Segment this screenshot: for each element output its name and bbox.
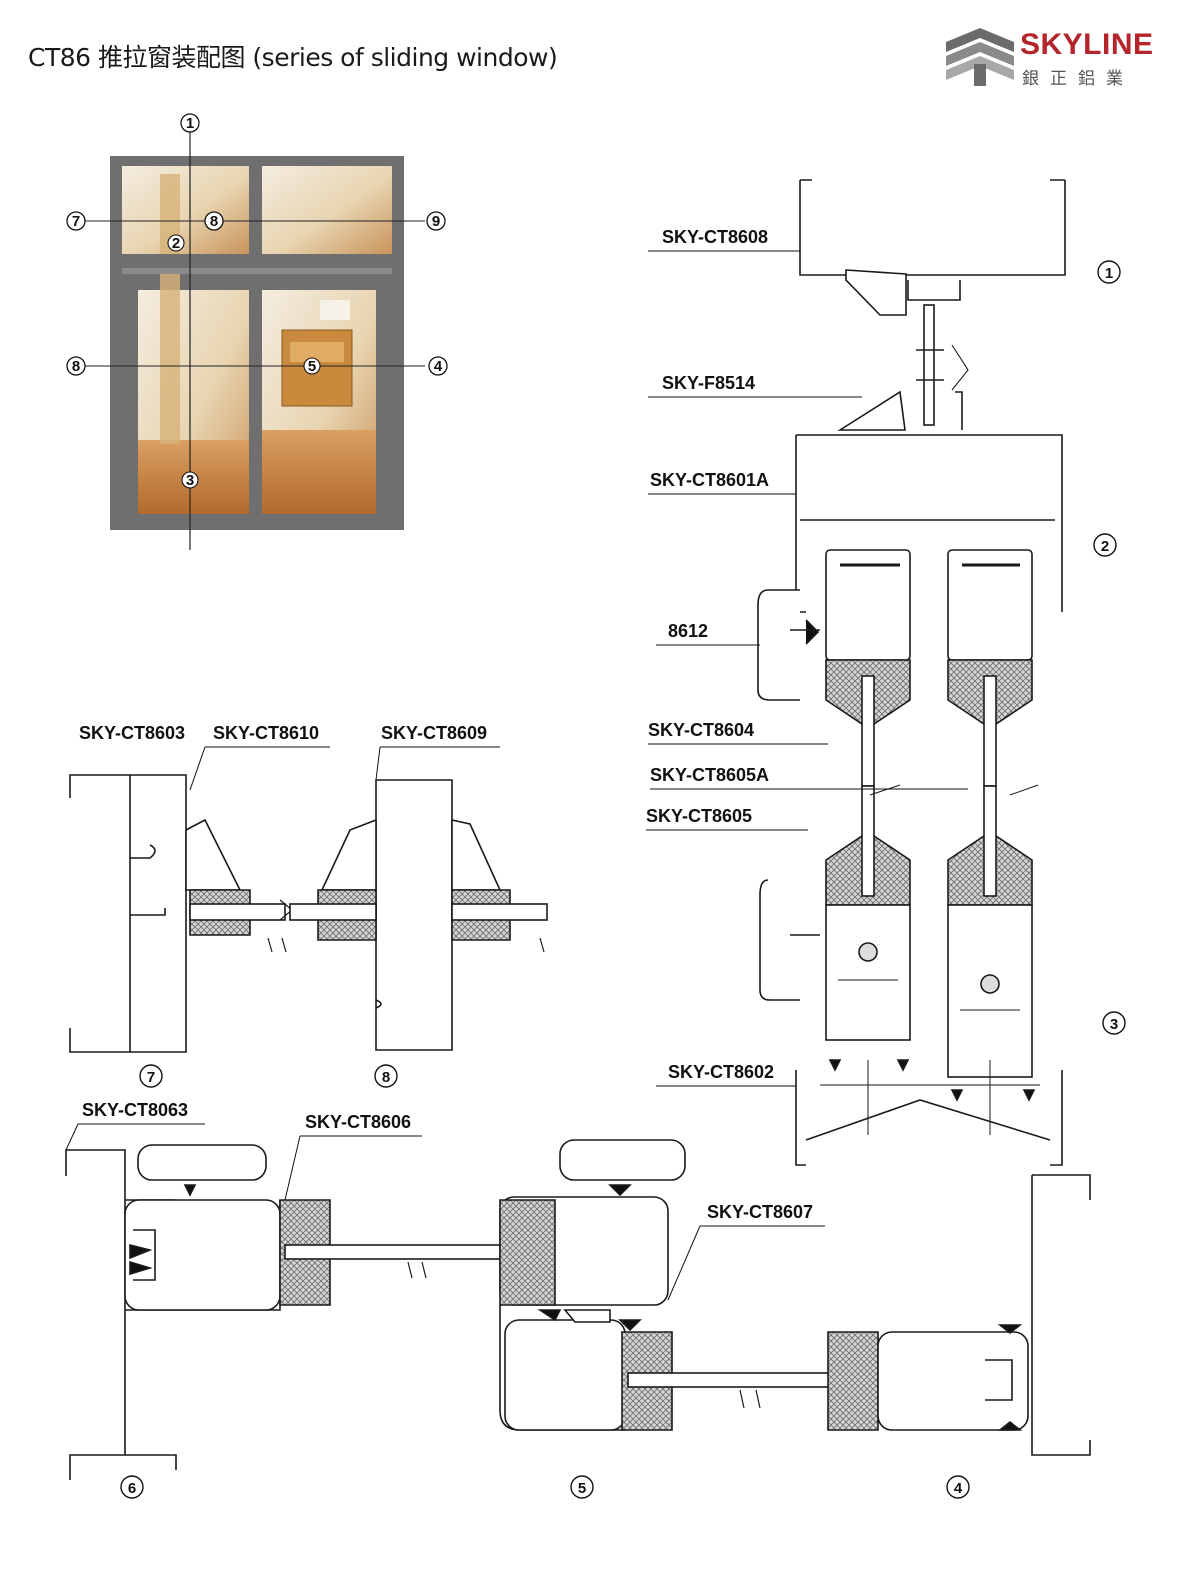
svg-text:2: 2 bbox=[172, 235, 180, 252]
section-7-8 bbox=[69, 774, 548, 1053]
window-callout-2: 2 bbox=[167, 234, 185, 252]
window-callout-7: 7 bbox=[66, 211, 86, 231]
svg-text:4: 4 bbox=[954, 1480, 963, 1497]
label-sky-ct8063: SKY-CT8063 bbox=[82, 1100, 188, 1120]
svg-text:7: 7 bbox=[72, 213, 80, 230]
section-marker-8: 8 bbox=[374, 1064, 398, 1088]
svg-text:6: 6 bbox=[128, 1480, 136, 1497]
label-sky-f8514: SKY-F8514 bbox=[662, 373, 755, 393]
window-callout-1: 1 bbox=[180, 113, 200, 133]
section-6-5-4 bbox=[65, 1139, 1091, 1480]
logo-subtitle: 銀正鋁業 bbox=[1022, 69, 1134, 89]
svg-text:5: 5 bbox=[308, 358, 316, 375]
svg-text:3: 3 bbox=[1110, 1016, 1118, 1033]
window-callout-8-upper: 8 bbox=[204, 211, 224, 231]
svg-text:8: 8 bbox=[210, 213, 218, 230]
label-sky-ct8609: SKY-CT8609 bbox=[381, 723, 487, 743]
section-marker-2: 2 bbox=[1093, 533, 1117, 557]
svg-text:5: 5 bbox=[578, 1480, 586, 1497]
svg-text:7: 7 bbox=[147, 1069, 155, 1086]
section-marker-1: 1 bbox=[1097, 260, 1121, 284]
logo-mark-icon bbox=[946, 28, 1014, 86]
label-sky-ct8608: SKY-CT8608 bbox=[662, 227, 768, 247]
label-sky-ct8605: SKY-CT8605 bbox=[646, 806, 752, 826]
section-marker-6: 6 bbox=[120, 1475, 144, 1499]
section-marker-3: 3 bbox=[1102, 1011, 1126, 1035]
svg-text:4: 4 bbox=[434, 358, 443, 375]
window-elevation: 1 7 8 9 8 4 2 5 bbox=[66, 113, 448, 550]
window-callout-3: 3 bbox=[181, 471, 199, 489]
section-7-8-labels: SKY-CT8603 SKY-CT8610 SKY-CT8609 7 8 bbox=[79, 723, 500, 1088]
section-marker-7: 7 bbox=[139, 1064, 163, 1088]
svg-text:1: 1 bbox=[186, 115, 194, 132]
svg-text:9: 9 bbox=[432, 213, 440, 230]
label-sky-ct8602: SKY-CT8602 bbox=[668, 1062, 774, 1082]
label-sky-ct8605a: SKY-CT8605A bbox=[650, 765, 769, 785]
svg-text:2: 2 bbox=[1101, 538, 1109, 555]
window-callout-9: 9 bbox=[426, 211, 446, 231]
label-8612: 8612 bbox=[668, 621, 708, 641]
section-6-5-4-labels: SKY-CT8063 SKY-CT8606 SKY-CT8607 6 5 4 bbox=[65, 1100, 970, 1499]
label-sky-ct8606: SKY-CT8606 bbox=[305, 1112, 411, 1132]
window-callout-5: 5 bbox=[303, 357, 321, 375]
window-callout-4: 4 bbox=[428, 356, 448, 376]
label-sky-ct8603: SKY-CT8603 bbox=[79, 723, 185, 743]
svg-text:8: 8 bbox=[72, 358, 80, 375]
vertical-section-labels: SKY-CT8608 SKY-F8514 SKY-CT8601A 8612 SK… bbox=[646, 227, 1126, 1087]
logo-brand-text: SKYLINE bbox=[1020, 28, 1154, 61]
label-sky-ct8604: SKY-CT8604 bbox=[648, 720, 754, 740]
label-sky-ct8610: SKY-CT8610 bbox=[213, 723, 319, 743]
svg-text:8: 8 bbox=[382, 1069, 390, 1086]
section-marker-5: 5 bbox=[570, 1475, 594, 1499]
window-callout-8-lower: 8 bbox=[66, 356, 86, 376]
svg-text:3: 3 bbox=[186, 472, 194, 489]
svg-text:1: 1 bbox=[1105, 265, 1113, 282]
brand-logo: SKYLINE 銀正鋁業 bbox=[940, 24, 1180, 90]
label-sky-ct8601a: SKY-CT8601A bbox=[650, 470, 769, 490]
vertical-section bbox=[757, 179, 1066, 1166]
label-sky-ct8607: SKY-CT8607 bbox=[707, 1202, 813, 1222]
page-title: CT86 推拉窗装配图 (series of sliding window) bbox=[28, 43, 558, 72]
section-marker-4: 4 bbox=[946, 1475, 970, 1499]
